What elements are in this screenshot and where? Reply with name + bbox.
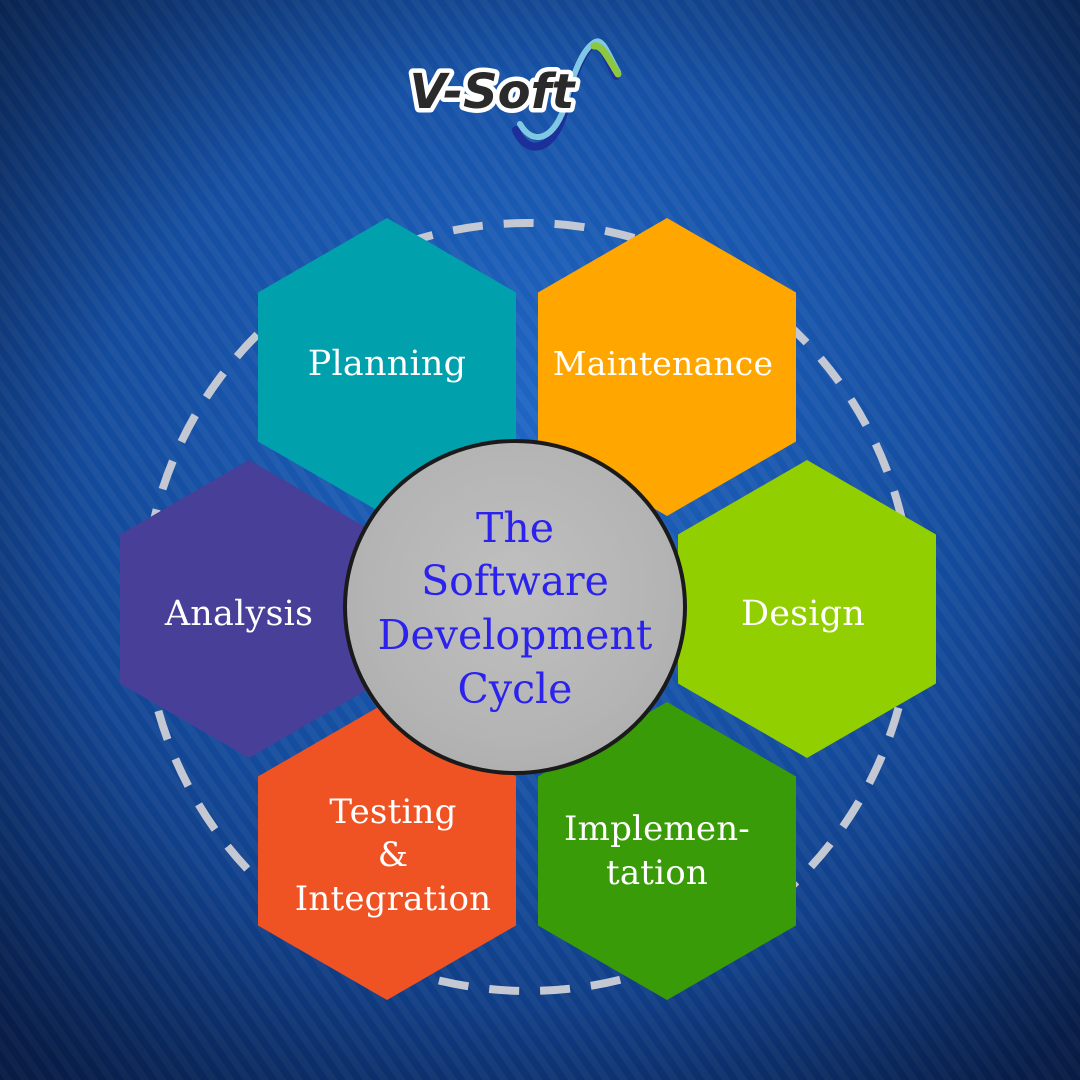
v-soft-logo: V-Soft V-Soft bbox=[396, 32, 628, 152]
text-line: Planning bbox=[307, 343, 467, 384]
text-line: Testing bbox=[329, 791, 457, 832]
stage-planning-label: Planning bbox=[308, 341, 466, 387]
text-line: The bbox=[475, 503, 554, 552]
stage-testing-integration-label: Testing&Integration bbox=[295, 791, 492, 922]
text-line: tation bbox=[605, 853, 709, 893]
text-line: Design bbox=[740, 593, 866, 634]
v-soft-logo-mark: V-Soft V-Soft bbox=[405, 38, 622, 151]
text-line: Implemen- bbox=[564, 808, 750, 849]
v-soft-logo-text: V-Soft bbox=[410, 64, 577, 120]
text-line: Software bbox=[421, 557, 609, 606]
text-line: Analysis bbox=[164, 593, 314, 634]
v-soft-logo-outline: V-Soft bbox=[410, 64, 577, 120]
text-line: & bbox=[377, 835, 409, 876]
text-line: Maintenance bbox=[552, 344, 774, 384]
stage-analysis-label: Analysis bbox=[165, 591, 313, 637]
stage-design-label: Design bbox=[741, 591, 865, 637]
text-line: Integration bbox=[294, 878, 492, 919]
text-line: Development bbox=[377, 611, 653, 659]
stage-implementation-label: Implemen-tation bbox=[564, 807, 750, 895]
stage-maintenance-label: Maintenance bbox=[553, 342, 773, 386]
text-line: Cycle bbox=[457, 664, 573, 713]
